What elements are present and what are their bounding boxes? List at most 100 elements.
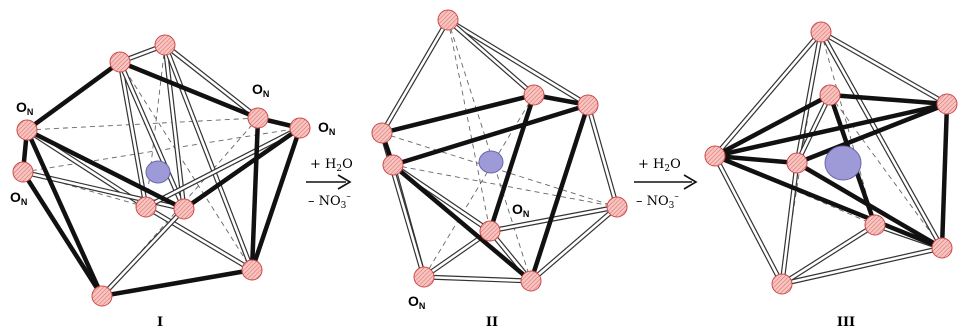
oxygen-atom-III-a — [810, 21, 832, 43]
hollow-bond-II-3 — [586, 103, 619, 209]
reagent-add-water-1: + H2O — [310, 157, 353, 174]
reaction-arrow-2: + H2O – NO3– — [634, 157, 698, 211]
hollow-bond-I-3 — [163, 43, 260, 120]
dashed-edge-I-5 — [22, 171, 147, 208]
hollow-bond-I-0 — [118, 60, 148, 209]
metal-center-II — [478, 150, 504, 174]
oxygen-atom-II-a — [437, 9, 459, 31]
oxygen-atom-III-g — [931, 237, 953, 259]
solid-bond-I-1 — [117, 59, 261, 121]
metal-center-III — [824, 145, 862, 181]
dashed-edge-III-0 — [820, 31, 876, 226]
hollow-bond-I-7 — [144, 205, 254, 272]
reaction-arrow-1: + H2O – NO3– — [306, 157, 353, 211]
hollow-bond-III-4 — [780, 246, 944, 286]
hollow-bond-II-1 — [446, 18, 590, 107]
hollow-bond-II-0 — [380, 18, 450, 135]
oxygen-atom-II-i — [413, 266, 435, 288]
oxygen-atom-I-b — [109, 51, 131, 73]
dashed-edge-I-0 — [22, 127, 301, 173]
solid-bond-II-4 — [390, 162, 534, 284]
solid-bond-III-6 — [827, 92, 950, 107]
oxygen-atom-II-c — [577, 94, 599, 116]
oxygen-atom-II-g — [479, 220, 501, 242]
solid-bond-I-4 — [24, 127, 105, 299]
solid-bond-III-4 — [794, 101, 950, 166]
oxygen-atom-I-d — [289, 117, 311, 139]
hollow-bond-III-3 — [713, 154, 784, 286]
oxygen-atom-II-b — [523, 84, 545, 106]
label-on-I-4: ON — [318, 119, 335, 137]
hollow-bond-I-4 — [163, 43, 254, 272]
polyhedron-III — [704, 21, 958, 295]
arrow-head-1 — [337, 174, 352, 190]
solid-bond-II-3 — [390, 102, 591, 168]
dashed-edge-II-3 — [447, 19, 532, 282]
label-on-II-1: ON — [512, 201, 529, 219]
polyhedron-II — [371, 9, 628, 292]
label-on-I-3: ON — [252, 81, 269, 99]
hollow-bond-II-10 — [488, 205, 619, 233]
label-on-I-2: ON — [10, 189, 27, 207]
reagent-add-water-2: + H2O — [638, 157, 681, 174]
oxygen-atom-I-e — [16, 119, 38, 141]
label-on-II-2: ON — [408, 293, 425, 311]
reagent-remove-nitrate-1: – NO3– — [308, 192, 351, 211]
oxygen-atom-III-d — [704, 145, 726, 167]
oxygen-atom-II-e — [382, 154, 404, 176]
hollow-bond-III-0 — [713, 30, 823, 158]
oxygen-atom-I-c — [247, 107, 269, 129]
hollow-bond-II-4 — [529, 205, 619, 283]
hollow-bond-II-6 — [422, 275, 533, 283]
dashed-edge-III-3 — [829, 94, 943, 249]
polyhedron-I — [12, 34, 311, 307]
oxygen-atom-III-b — [819, 84, 841, 106]
metal-center-I — [145, 160, 171, 184]
solid-bond-I-6 — [24, 127, 187, 212]
hollow-bond-III-2 — [795, 30, 823, 165]
oxygen-atom-II-d — [371, 122, 393, 144]
solid-bond-III-3 — [712, 153, 945, 251]
arrow-head-2 — [683, 174, 698, 190]
oxygen-atom-III-c — [936, 93, 958, 115]
solid-bond-I-8 — [249, 125, 303, 273]
solid-bond-I-0 — [24, 59, 123, 133]
solid-bond-III-7 — [939, 101, 950, 251]
oxygen-atom-III-f — [864, 214, 886, 236]
hollow-bond-III-8 — [795, 93, 832, 165]
dashed-edge-I-1 — [26, 117, 259, 131]
oxygen-atom-III-h — [771, 273, 793, 295]
hollow-bond-II-2 — [446, 18, 536, 97]
solid-bond-I-3 — [99, 267, 255, 299]
solid-bond-III-0 — [712, 92, 833, 159]
solid-bond-I-10 — [20, 169, 105, 299]
solid-bond-I-7 — [181, 125, 303, 212]
oxygen-atom-I-g — [135, 196, 157, 218]
solid-bond-III-2 — [712, 153, 800, 166]
structure-label-III: III — [837, 315, 855, 330]
hollow-bond-I-1 — [118, 60, 186, 211]
reagent-remove-nitrate-2: – NO3– — [636, 192, 679, 211]
solid-bond-II-5 — [528, 102, 591, 284]
dashed-edge-II-2 — [423, 94, 535, 278]
hollow-bond-III-5 — [780, 161, 799, 286]
label-on-I-1: ON — [16, 99, 33, 117]
solid-bond-I-2 — [249, 115, 261, 273]
dashed-edge-II-4 — [392, 164, 618, 208]
oxygen-atom-I-h — [173, 198, 195, 220]
hollow-bond-I-9 — [144, 126, 302, 209]
hollow-bond-III-6 — [780, 223, 877, 286]
oxygen-atom-I-f — [12, 161, 34, 183]
oxygen-atom-I-i — [241, 259, 263, 281]
solid-bond-II-6 — [487, 92, 537, 234]
oxygen-atom-I-j — [91, 285, 113, 307]
oxygen-atom-III-e — [786, 152, 808, 174]
hollow-bond-I-8 — [100, 207, 186, 298]
oxygen-atom-II-f — [606, 196, 628, 218]
hollow-bond-I-2 — [163, 43, 186, 211]
solid-bond-II-0 — [379, 92, 537, 136]
structure-label-I: I — [157, 315, 163, 330]
solid-bond-III-1 — [712, 101, 950, 159]
structure-label-II: II — [486, 315, 498, 330]
